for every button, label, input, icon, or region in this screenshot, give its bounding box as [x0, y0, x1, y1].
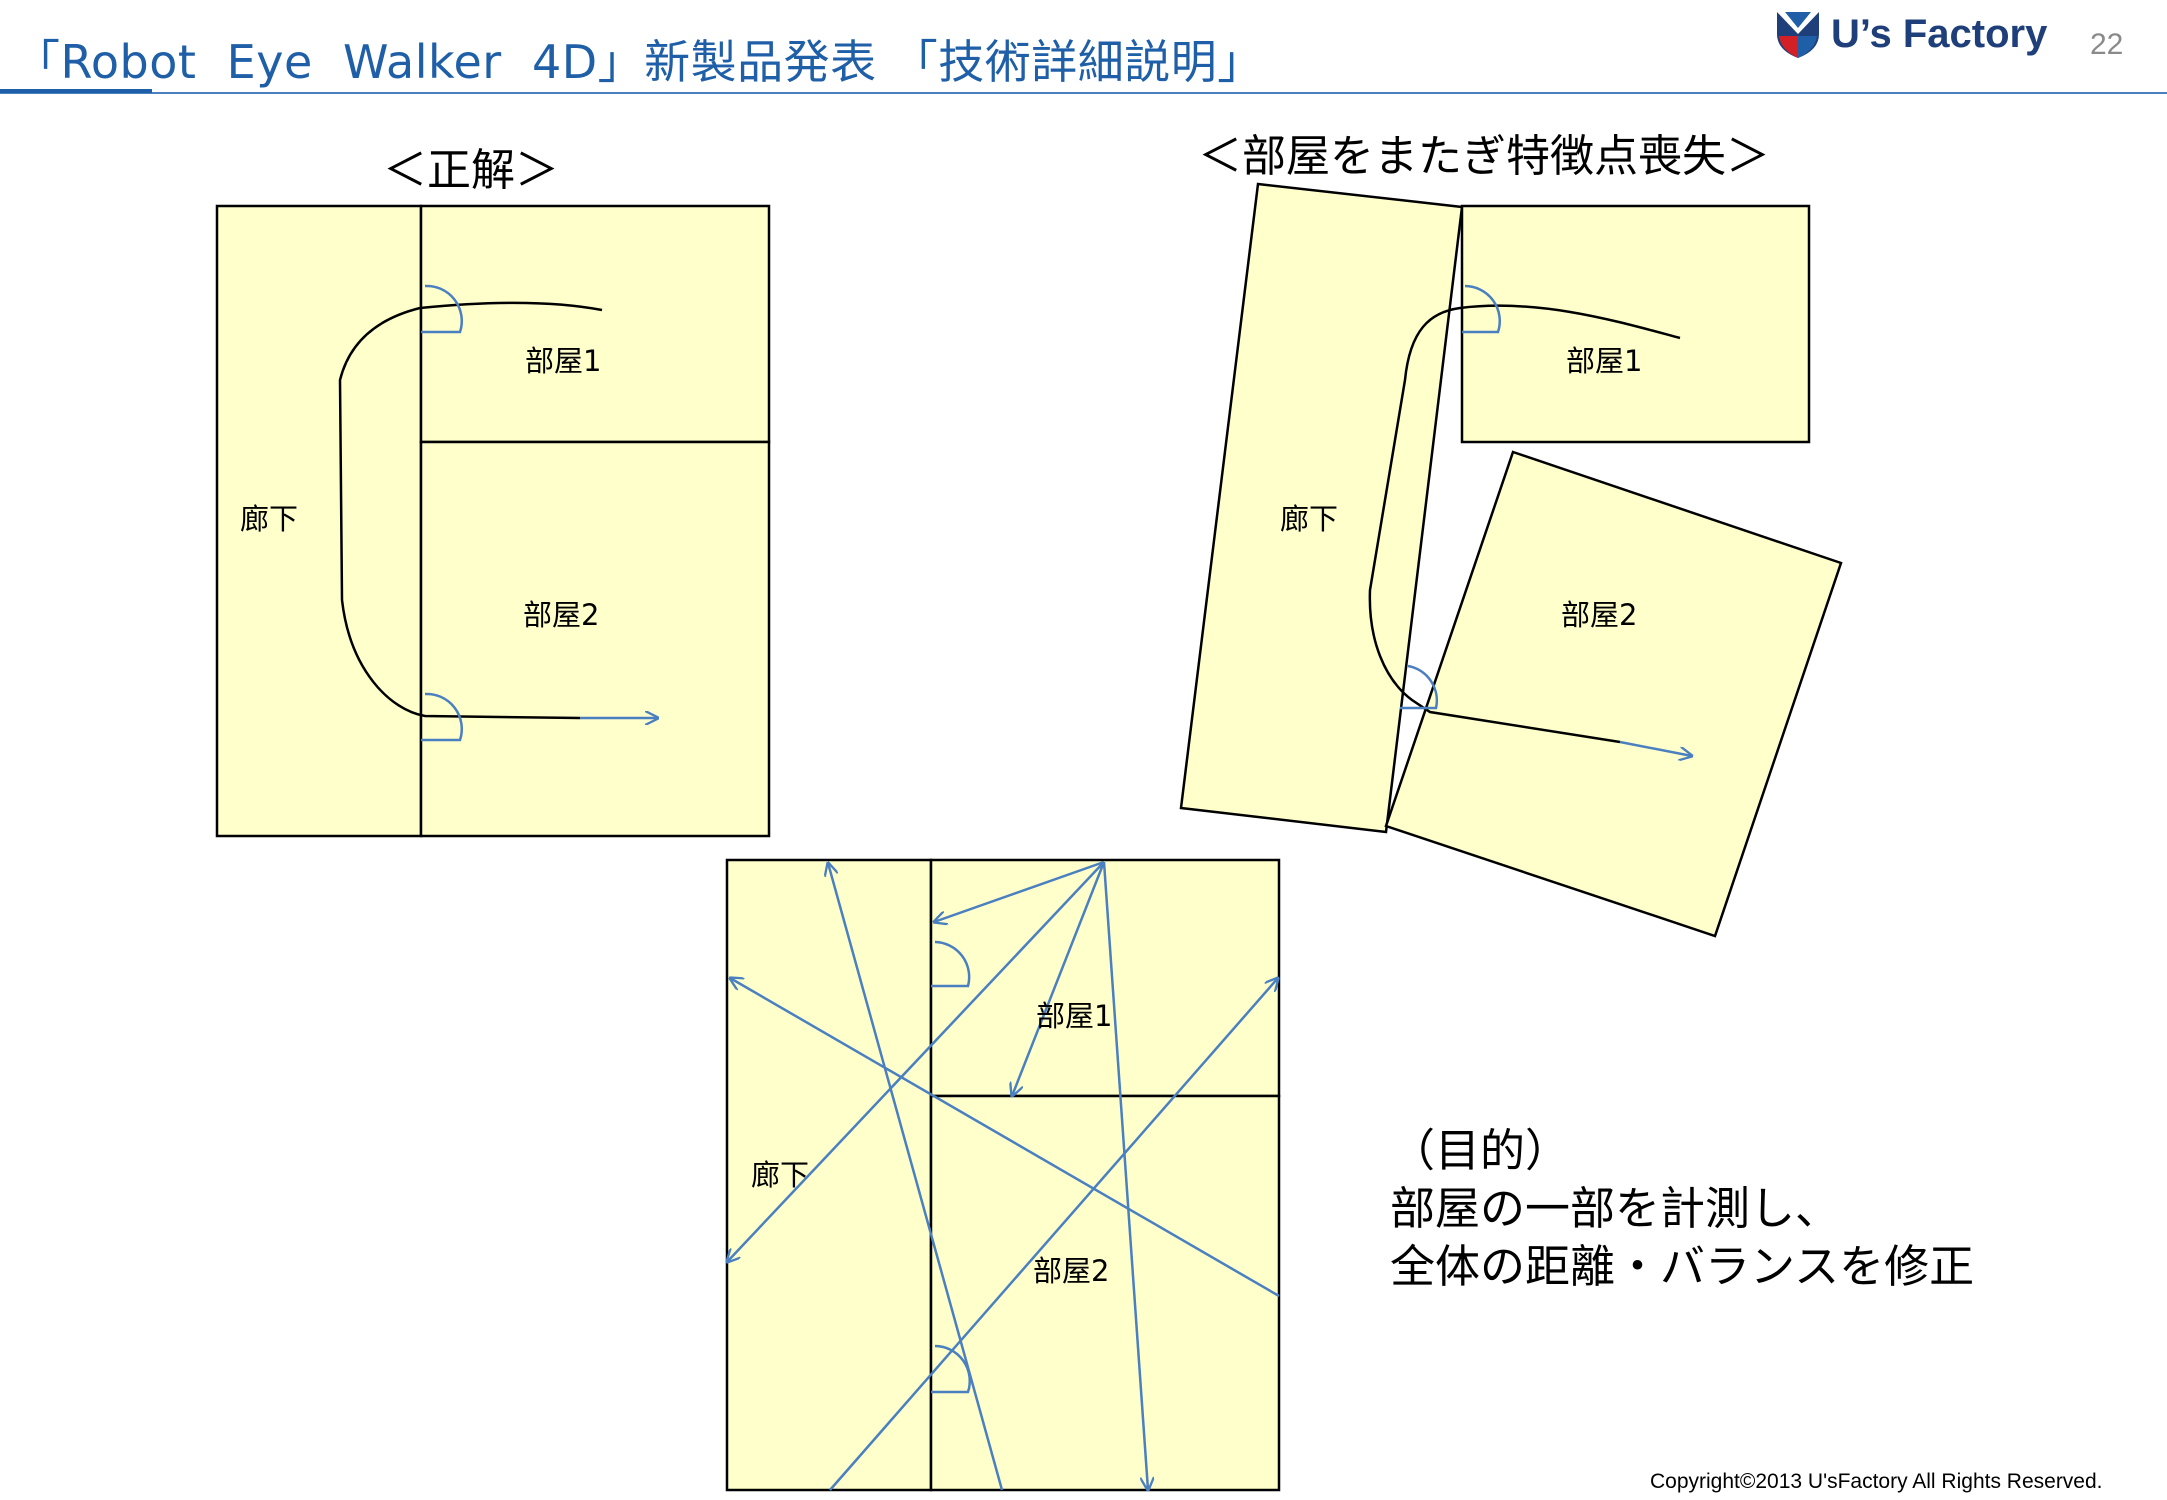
- vector-5: [1012, 861, 1106, 1096]
- lost-map: [1179, 182, 1843, 938]
- corridor-area-measured: [725, 858, 933, 1492]
- corridor-label-lost: 廊下: [1280, 502, 1339, 536]
- room1-area: [419, 204, 771, 444]
- header-rule: [0, 92, 2167, 94]
- room2-area: [419, 440, 771, 838]
- vector-3: [727, 861, 1105, 1262]
- robot-path-distorted: [1368, 304, 1681, 744]
- room1-area-measured: [929, 858, 1281, 1098]
- room2-label-lost: 部屋2: [1561, 598, 1638, 632]
- robot-path: [338, 301, 603, 720]
- vector-7: [829, 978, 1278, 1491]
- angle-mark-room1-distorted: [1462, 284, 1501, 334]
- measured-map: [725, 858, 1281, 1492]
- path-arrow-distorted: [1619, 740, 1692, 756]
- lost-panel-title: ＜部屋をまたぎ特徴点喪失＞: [1198, 131, 1770, 182]
- room1-label-measured: 部屋1: [1036, 999, 1113, 1033]
- vector-1: [828, 863, 1004, 1491]
- room1-area-offset: [1460, 204, 1811, 444]
- room2-area-measured: [929, 1094, 1281, 1492]
- room1-label-lost: 部屋1: [1566, 344, 1643, 378]
- shield-logo-icon: [1777, 12, 1819, 58]
- room2-label: 部屋2: [523, 598, 600, 632]
- corridor-area-distorted: [1179, 182, 1464, 834]
- vector-6: [1102, 861, 1148, 1490]
- room1-label: 部屋1: [525, 344, 602, 378]
- corridor-label: 廊下: [240, 502, 299, 536]
- angle-mark-room2-distorted: [1400, 664, 1439, 710]
- angle-mark-room1-measured: [931, 940, 971, 988]
- logo-text: U’s Factory: [1831, 12, 2048, 56]
- purpose-line-2: 全体の距離・バランスを修正: [1390, 1240, 1975, 1293]
- header-rule-accent: [0, 89, 152, 93]
- vector-2: [730, 978, 1280, 1298]
- slide-title: 「Robot Eye Walker 4D」新製品発表 「技術詳細説明」: [14, 35, 1264, 89]
- purpose-text: （目的） 部屋の一部を計測し、 全体の距離・バランスを修正: [1390, 1122, 1974, 1296]
- purpose-line-1: 部屋の一部を計測し、: [1390, 1182, 1841, 1235]
- room2-area-rotated: [1384, 450, 1843, 938]
- angle-mark-room1: [421, 284, 464, 334]
- copyright-notice: Copyright©2013 U'sFactory All Rights Res…: [1650, 1470, 2103, 1493]
- corridor-label-measured: 廊下: [751, 1158, 810, 1192]
- slide-header: 「Robot Eye Walker 4D」新製品発表 「技術詳細説明」 U’s …: [0, 0, 2167, 96]
- purpose-heading: （目的）: [1390, 1124, 1571, 1177]
- correct-map: [215, 204, 771, 838]
- angle-mark-room2-measured: [931, 1344, 971, 1394]
- correct-panel-title: ＜正解＞: [383, 145, 559, 196]
- company-logo: U’s Factory: [1773, 8, 2073, 60]
- angle-mark-room2: [421, 692, 464, 742]
- vector-4: [934, 860, 1105, 922]
- measurement-vectors: [727, 862, 1279, 1490]
- room2-label-measured: 部屋2: [1033, 1254, 1110, 1288]
- page-number: 22: [2090, 28, 2124, 61]
- corridor-area: [215, 204, 423, 838]
